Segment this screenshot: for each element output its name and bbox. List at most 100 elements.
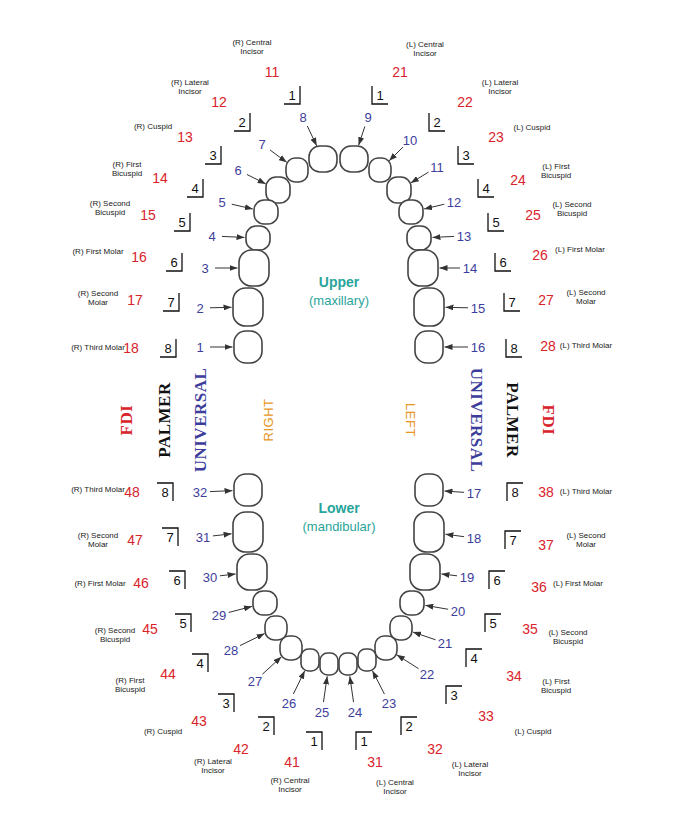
palmer-number: 5 xyxy=(178,215,185,230)
fdi-number: 48 xyxy=(124,484,140,500)
palmer-number: 6 xyxy=(493,573,500,588)
tooth-outline xyxy=(400,591,424,615)
tooth-name: (R) First Molar xyxy=(73,580,127,589)
leader-arrow xyxy=(232,204,253,209)
tooth-name: (R) Central Incisor xyxy=(263,777,317,795)
leader-arrow xyxy=(445,307,468,308)
tooth-name: (L) Second Bicuspid xyxy=(545,201,599,219)
universal-number: 29 xyxy=(212,608,226,623)
tooth-name: (R) Cuspid xyxy=(126,123,180,132)
palmer-number: 1 xyxy=(288,88,295,103)
leader-arrow xyxy=(444,491,464,492)
arch-subtitle: (maxillary) xyxy=(309,293,369,308)
fdi-number: 24 xyxy=(510,172,526,188)
tooth-name: (L) Cuspid xyxy=(505,124,559,133)
tooth-name: (R) Second Molar xyxy=(71,532,125,550)
tooth-group xyxy=(233,146,444,675)
fdi-number: 45 xyxy=(142,621,158,637)
fdi-number: 46 xyxy=(133,575,149,591)
tooth-outline xyxy=(234,331,262,363)
palmer-bracket xyxy=(507,483,523,501)
universal-number: 7 xyxy=(258,137,265,152)
leader-arrow xyxy=(411,172,429,183)
palmer-bracket xyxy=(506,339,522,357)
leader-arrow xyxy=(397,655,419,669)
universal-number: 16 xyxy=(471,340,485,355)
palmer-bracket xyxy=(505,531,521,549)
palmer-number: 5 xyxy=(489,616,496,631)
system-heading: FDI xyxy=(538,405,558,436)
side-label: LEFT xyxy=(403,403,418,437)
leader-arrow xyxy=(440,268,461,269)
leader-arrow xyxy=(323,676,327,702)
universal-number: 11 xyxy=(430,160,444,175)
leader-arrow xyxy=(213,534,232,536)
tooth-outline xyxy=(280,636,302,660)
palmer-number: 2 xyxy=(433,115,440,130)
fdi-number: 35 xyxy=(522,621,538,637)
tooth-name: (L) Central Incisor xyxy=(368,779,422,797)
tooth-outline xyxy=(415,474,443,506)
tooth-outline xyxy=(233,512,263,552)
fdi-number: 31 xyxy=(367,754,383,770)
leader-arrow xyxy=(220,574,236,576)
palmer-bracket xyxy=(169,571,185,589)
palmer-bracket xyxy=(495,253,511,271)
universal-number: 9 xyxy=(364,110,371,125)
leader-arrow xyxy=(307,126,316,146)
leader-arrow xyxy=(359,126,365,145)
palmer-number: 6 xyxy=(499,255,506,270)
palmer-bracket xyxy=(163,293,179,311)
leader-arrow xyxy=(215,268,238,269)
palmer-bracket-group xyxy=(157,86,523,750)
universal-number: 2 xyxy=(196,301,203,316)
tooth-name: (R) Cuspid xyxy=(136,728,190,737)
leader-arrow xyxy=(372,671,384,694)
tooth-outline xyxy=(375,636,397,660)
tooth-name: (R) Second Molar xyxy=(71,290,125,308)
leader-arrow xyxy=(425,605,448,609)
universal-number: 18 xyxy=(467,531,481,546)
palmer-number: 4 xyxy=(191,181,198,196)
tooth-outline xyxy=(265,616,287,640)
universal-number: 26 xyxy=(282,696,296,711)
fdi-number: 21 xyxy=(392,64,408,80)
tooth-name: (L) Second Bicuspid xyxy=(541,629,595,647)
universal-number: 14 xyxy=(463,261,477,276)
palmer-number: 7 xyxy=(509,533,516,548)
fdi-number: 42 xyxy=(233,741,249,757)
universal-number: 31 xyxy=(196,530,210,545)
palmer-bracket xyxy=(258,717,274,735)
palmer-bracket xyxy=(205,146,221,164)
universal-number: 30 xyxy=(203,570,217,585)
tooth-outline xyxy=(254,200,278,224)
palmer-number: 4 xyxy=(470,651,477,666)
tooth-name: (L) Third Molar xyxy=(559,488,613,497)
leader-arrow xyxy=(210,347,233,348)
fdi-number: 43 xyxy=(191,713,207,729)
tooth-outline xyxy=(340,146,368,172)
fdi-number: 12 xyxy=(211,94,227,110)
arch-title: Upper xyxy=(319,274,359,290)
fdi-number: 34 xyxy=(506,668,522,684)
universal-number: 27 xyxy=(248,674,262,689)
palmer-bracket xyxy=(234,113,250,131)
arch-subtitle: (mandibular) xyxy=(303,519,376,534)
fdi-number: 47 xyxy=(127,532,143,548)
palmer-number: 8 xyxy=(161,485,168,500)
palmer-bracket xyxy=(488,213,504,231)
palmer-number: 3 xyxy=(462,148,469,163)
palmer-bracket xyxy=(306,732,322,750)
palmer-bracket xyxy=(446,686,462,704)
fdi-number: 17 xyxy=(127,292,143,308)
tooth-name: (L) Second Molar xyxy=(559,289,613,307)
leader-arrow xyxy=(413,632,436,640)
tooth-outline xyxy=(266,177,290,203)
palmer-bracket xyxy=(175,614,191,632)
fdi-number: 22 xyxy=(457,94,473,110)
tooth-name: (R) First Bicuspid xyxy=(103,677,157,695)
palmer-number: 1 xyxy=(360,734,367,749)
palmer-number: 8 xyxy=(510,341,517,356)
system-heading: PALMER xyxy=(502,382,522,457)
side-label: RIGHT xyxy=(261,399,276,442)
